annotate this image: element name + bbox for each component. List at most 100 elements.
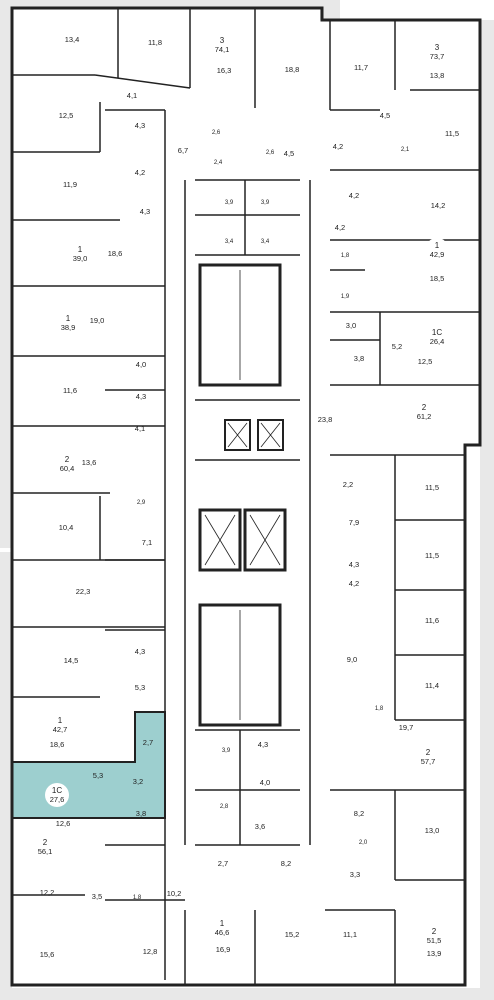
apartment-number: 1 bbox=[78, 245, 83, 254]
room-area-label: 16,3 bbox=[217, 66, 232, 75]
outer-walls bbox=[10, 6, 482, 987]
apartment-marker[interactable]: 257,7 bbox=[416, 745, 440, 769]
room-area-label: 4,1 bbox=[127, 91, 137, 100]
apartment-area: 60,4 bbox=[60, 464, 75, 473]
apartment-area: 39,0 bbox=[73, 254, 88, 263]
apartment-area: 74,1 bbox=[215, 45, 230, 54]
room-area-label: 12,8 bbox=[143, 947, 158, 956]
apartment-number: 3 bbox=[220, 36, 225, 45]
apartment-marker[interactable]: 260,4 bbox=[55, 452, 79, 476]
stair-core bbox=[198, 263, 287, 727]
room-area-label: 4,3 bbox=[140, 207, 150, 216]
apartment-marker[interactable]: 142,9 bbox=[425, 238, 449, 262]
apartment-number: 1С bbox=[432, 328, 442, 337]
room-area-label: 23,8 bbox=[318, 415, 333, 424]
apartment-number: 1С bbox=[52, 786, 62, 795]
room-area-label: 12,5 bbox=[59, 111, 74, 120]
apartment-area: 56,1 bbox=[38, 847, 53, 856]
apartment-circle bbox=[48, 713, 72, 737]
room-area-label: 2,7 bbox=[218, 859, 228, 868]
apartment-area: 26,4 bbox=[430, 337, 445, 346]
apartment-number: 3 bbox=[435, 43, 440, 52]
apartment-marker[interactable]: 146,6 bbox=[210, 916, 234, 940]
room-area-label: 12,6 bbox=[56, 819, 71, 828]
room-area-label: 3,8 bbox=[354, 354, 364, 363]
room-area-label: 11,5 bbox=[445, 129, 459, 138]
apartment-area: 61,2 bbox=[417, 412, 432, 421]
room-area-label: 2,6 bbox=[212, 130, 221, 136]
room-area-label: 11,9 bbox=[63, 180, 77, 189]
apartment-circle bbox=[412, 400, 436, 424]
room-area-label: 4,2 bbox=[349, 191, 359, 200]
room-area-label: 13,4 bbox=[65, 35, 80, 44]
room-area-label: 11,7 bbox=[354, 63, 368, 72]
room-area-label: 5,2 bbox=[392, 342, 402, 351]
room-area-label: 13,8 bbox=[430, 71, 445, 80]
room-area-label: 13,0 bbox=[425, 826, 440, 835]
room-area-label: 14,5 bbox=[64, 656, 79, 665]
apartment-marker[interactable]: 373,7 bbox=[425, 40, 449, 64]
room-area-label: 19,7 bbox=[399, 723, 414, 732]
apartment-area: 46,6 bbox=[215, 928, 230, 937]
room-area-label: 3,9 bbox=[225, 200, 234, 206]
apartment-marker[interactable]: 256,1 bbox=[33, 835, 57, 859]
room-area-label: 8,2 bbox=[281, 859, 291, 868]
apartment-marker[interactable]: 251,5 bbox=[422, 924, 446, 948]
room-area-label: 3,6 bbox=[255, 822, 265, 831]
apartment-marker[interactable]: 138,9 bbox=[56, 311, 80, 335]
apartment-number: 1 bbox=[435, 241, 440, 250]
apartment-circle bbox=[416, 745, 440, 769]
room-area-label: 11,5 bbox=[425, 551, 439, 560]
room-area-label: 2,7 bbox=[143, 738, 153, 747]
apartment-area: 51,5 bbox=[427, 936, 442, 945]
apartment-circle bbox=[425, 238, 449, 262]
apartment-number: 2 bbox=[422, 403, 427, 412]
apartment-marker[interactable]: 139,0 bbox=[68, 242, 92, 266]
room-area-label: 1,9 bbox=[341, 294, 350, 300]
highlighted-apartment[interactable] bbox=[11, 711, 166, 819]
room-area-label: 2,1 bbox=[401, 147, 410, 153]
room-area-label: 10,2 bbox=[167, 889, 182, 898]
apartment-area: 73,7 bbox=[430, 52, 445, 61]
room-area-label: 13,6 bbox=[82, 458, 97, 467]
room-area-label: 3,9 bbox=[261, 200, 270, 206]
room-area-label: 11,1 bbox=[343, 930, 357, 939]
room-area-label: 11,6 bbox=[63, 386, 77, 395]
room-area-label: 16,9 bbox=[216, 945, 231, 954]
apartment-number: 1 bbox=[220, 919, 225, 928]
room-area-label: 18,6 bbox=[108, 249, 123, 258]
apartment-circle bbox=[45, 783, 69, 807]
room-area-label: 6,7 bbox=[178, 146, 188, 155]
room-area-label: 2,9 bbox=[137, 500, 146, 506]
room-area-label: 14,2 bbox=[431, 201, 446, 210]
apartment-number: 2 bbox=[65, 455, 70, 464]
apartment-marker[interactable]: 374,1 bbox=[210, 33, 234, 57]
room-area-label: 1,8 bbox=[133, 895, 142, 901]
apartment-area: 38,9 bbox=[61, 323, 76, 332]
apartment-number: 2 bbox=[426, 748, 431, 757]
room-area-label: 5,3 bbox=[93, 771, 103, 780]
room-area-label: 18,8 bbox=[285, 65, 300, 74]
room-area-label: 3,9 bbox=[222, 748, 231, 754]
apartment-marker[interactable]: 142,7 bbox=[48, 713, 72, 737]
room-area-label: 5,3 bbox=[135, 683, 145, 692]
apartment-marker[interactable]: 261,2 bbox=[412, 400, 436, 424]
room-area-label: 3,4 bbox=[225, 239, 234, 245]
room-area-label: 2,0 bbox=[359, 840, 368, 846]
room-area-label: 12,5 bbox=[418, 357, 433, 366]
room-area-label: 2,4 bbox=[214, 160, 223, 166]
room-area-label: 2,8 bbox=[220, 804, 229, 810]
room-area-label: 4,2 bbox=[335, 223, 345, 232]
room-area-label: 15,2 bbox=[285, 930, 300, 939]
apartment-circle bbox=[210, 33, 234, 57]
apartment-number: 2 bbox=[43, 838, 48, 847]
room-area-label: 1,8 bbox=[375, 706, 384, 712]
apartment-area: 42,7 bbox=[53, 725, 68, 734]
room-area-label: 4,3 bbox=[135, 121, 145, 130]
room-area-label: 4,0 bbox=[136, 360, 146, 369]
room-area-label: 10,4 bbox=[59, 523, 74, 532]
